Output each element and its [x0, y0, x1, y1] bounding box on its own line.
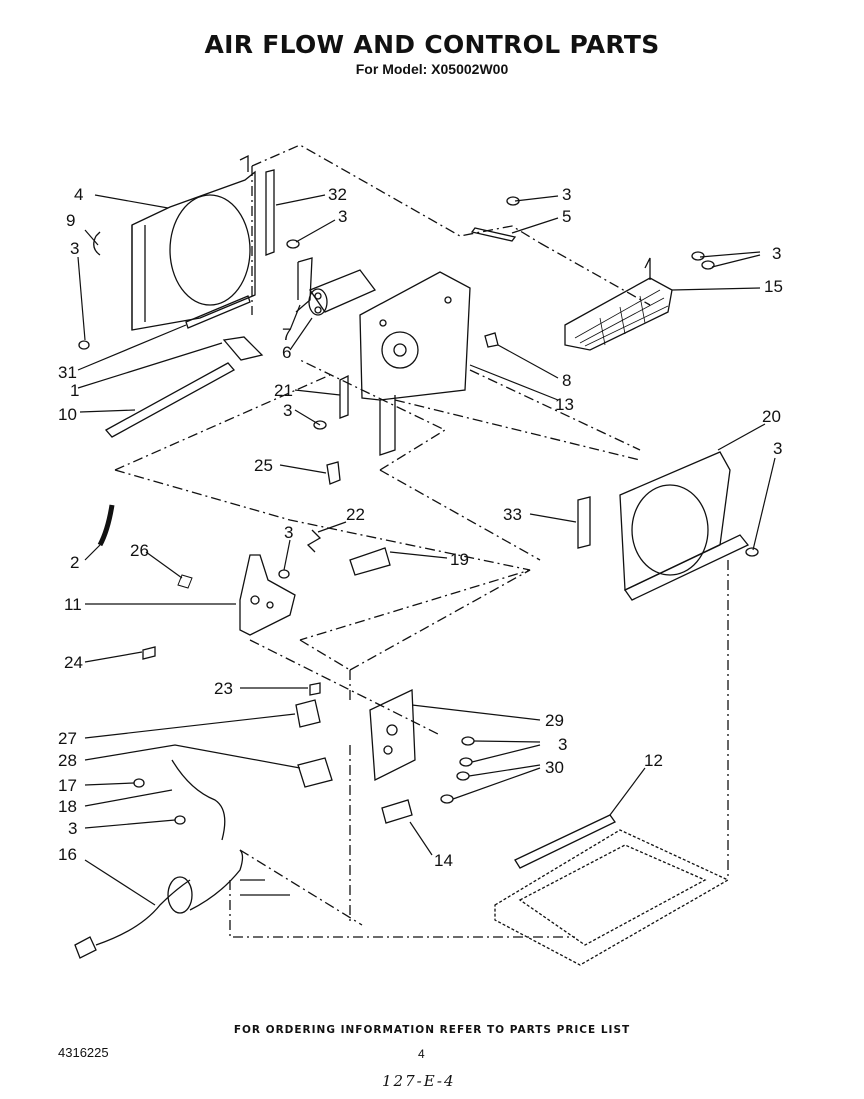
part-wire-18 — [171, 759, 226, 841]
part-26 — [177, 574, 193, 589]
part-power-cord — [74, 849, 290, 959]
part-24 — [142, 646, 156, 660]
callout: 15 — [764, 277, 783, 296]
callout: 2 — [70, 553, 79, 572]
part-shroud — [131, 154, 256, 331]
callout: 30 — [545, 758, 564, 777]
part-switch-plate — [369, 688, 416, 782]
callout: 3 — [70, 239, 79, 258]
callout: 8 — [562, 371, 571, 390]
part-bracket-21 — [339, 374, 349, 419]
callout: 3 — [558, 735, 567, 754]
callout: 9 — [66, 211, 75, 230]
callout: 3 — [562, 185, 571, 204]
callout: 12 — [644, 751, 663, 770]
callout: 23 — [214, 679, 233, 698]
document-number: 4316225 — [58, 1045, 109, 1060]
callout: 32 — [328, 185, 347, 204]
callout: 31 — [58, 363, 77, 382]
part-base-pan — [494, 814, 730, 966]
part-clip-9 — [93, 231, 101, 256]
part-tube-2 — [97, 504, 115, 547]
callout: 3 — [283, 401, 292, 420]
callout: 25 — [254, 456, 273, 475]
callout: 3 — [772, 244, 781, 263]
callout: 6 — [282, 343, 291, 362]
screws — [78, 196, 759, 825]
part-clip-8 — [484, 332, 499, 348]
callout: 27 — [58, 729, 77, 748]
ordering-note: FOR ORDERING INFORMATION REFER TO PARTS … — [233, 1024, 631, 1036]
page-number: 4 — [418, 1047, 425, 1061]
callout: 1 — [70, 381, 79, 400]
part-strip-31 — [185, 295, 251, 329]
callout: 3 — [338, 207, 347, 226]
part-14 — [381, 799, 413, 824]
callout: 11 — [64, 595, 82, 614]
callout: 33 — [503, 505, 522, 524]
part-25 — [326, 461, 341, 485]
callout: 18 — [58, 797, 77, 816]
callout: 7 — [282, 325, 291, 344]
callout: 10 — [58, 405, 77, 424]
callout: 3 — [773, 439, 782, 458]
part-28 — [297, 757, 333, 788]
callout: 24 — [64, 653, 83, 672]
part-bar-5 — [470, 227, 517, 242]
handwritten-note: 127-E-4 — [382, 1072, 456, 1090]
callout: 4 — [74, 185, 83, 204]
callout: 13 — [555, 395, 574, 414]
part-motor-mount — [359, 271, 471, 456]
callout: 17 — [58, 776, 77, 795]
leader-lines — [77, 194, 776, 906]
part-strip-10 — [104, 362, 236, 438]
part-22 — [306, 529, 322, 553]
callout: 5 — [562, 207, 571, 226]
part-capacitor — [308, 269, 377, 316]
callout: 29 — [545, 711, 564, 730]
part-vent-grille — [564, 257, 673, 351]
part-23 — [309, 682, 321, 696]
part-control-bracket — [239, 554, 296, 636]
callout: 20 — [762, 407, 781, 426]
callout: 3 — [68, 819, 77, 838]
callout: 3 — [284, 523, 293, 542]
callout: 16 — [58, 845, 77, 864]
callout: 21 — [274, 381, 293, 400]
part-block-1 — [222, 336, 264, 361]
callout: 26 — [130, 541, 149, 560]
part-rear-frame — [619, 451, 750, 601]
callout: 22 — [346, 505, 365, 524]
part-bracket-33 — [577, 496, 591, 549]
page-title: AIR FLOW AND CONTROL PARTS — [204, 30, 660, 59]
assembly-reference-lines — [114, 144, 729, 938]
part-strip-32 — [265, 169, 275, 256]
part-bracket-7 — [295, 257, 313, 313]
part-19 — [349, 547, 391, 576]
callout: 14 — [434, 851, 453, 870]
callout-labels: 4 9 3 31 1 10 32 3 7 6 3 5 3 15 8 13 21 … — [58, 185, 783, 870]
part-27 — [295, 699, 321, 728]
callout: 19 — [450, 550, 469, 569]
model-subtitle: For Model: X05002W00 — [355, 61, 509, 77]
callout: 28 — [58, 751, 77, 770]
